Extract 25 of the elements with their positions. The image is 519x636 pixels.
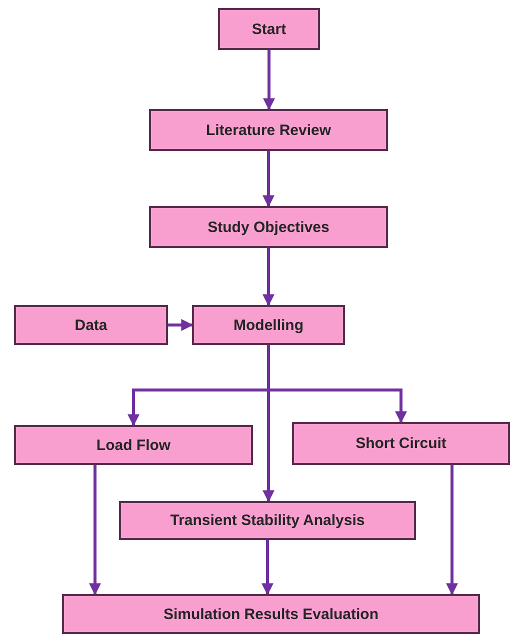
box-label: Study Objectives [208,218,330,236]
process-box [14,425,253,465]
process-box [62,594,480,634]
process-box [149,109,388,151]
process-box [292,422,510,465]
process-box [119,501,416,540]
arrow [89,465,101,596]
arrow [262,248,274,306]
box-label: Modelling [234,316,304,334]
box-label: Transient Stability Analysis [170,512,365,529]
arrow [262,151,274,208]
box-label: Load Flow [96,436,171,454]
box-label: Data [74,316,108,334]
arrow [446,465,458,596]
arrow [263,50,275,110]
box-label: Short Circuit [356,435,446,452]
process-box [192,305,345,345]
process-box [149,206,388,248]
arrow [168,319,194,331]
box-label: Start [252,20,286,38]
box-label: Literature Review [206,122,332,138]
box-label: Simulation Results Evaluation [163,606,379,622]
arrow [262,540,274,596]
process-box [14,305,168,345]
process-box [218,8,320,50]
